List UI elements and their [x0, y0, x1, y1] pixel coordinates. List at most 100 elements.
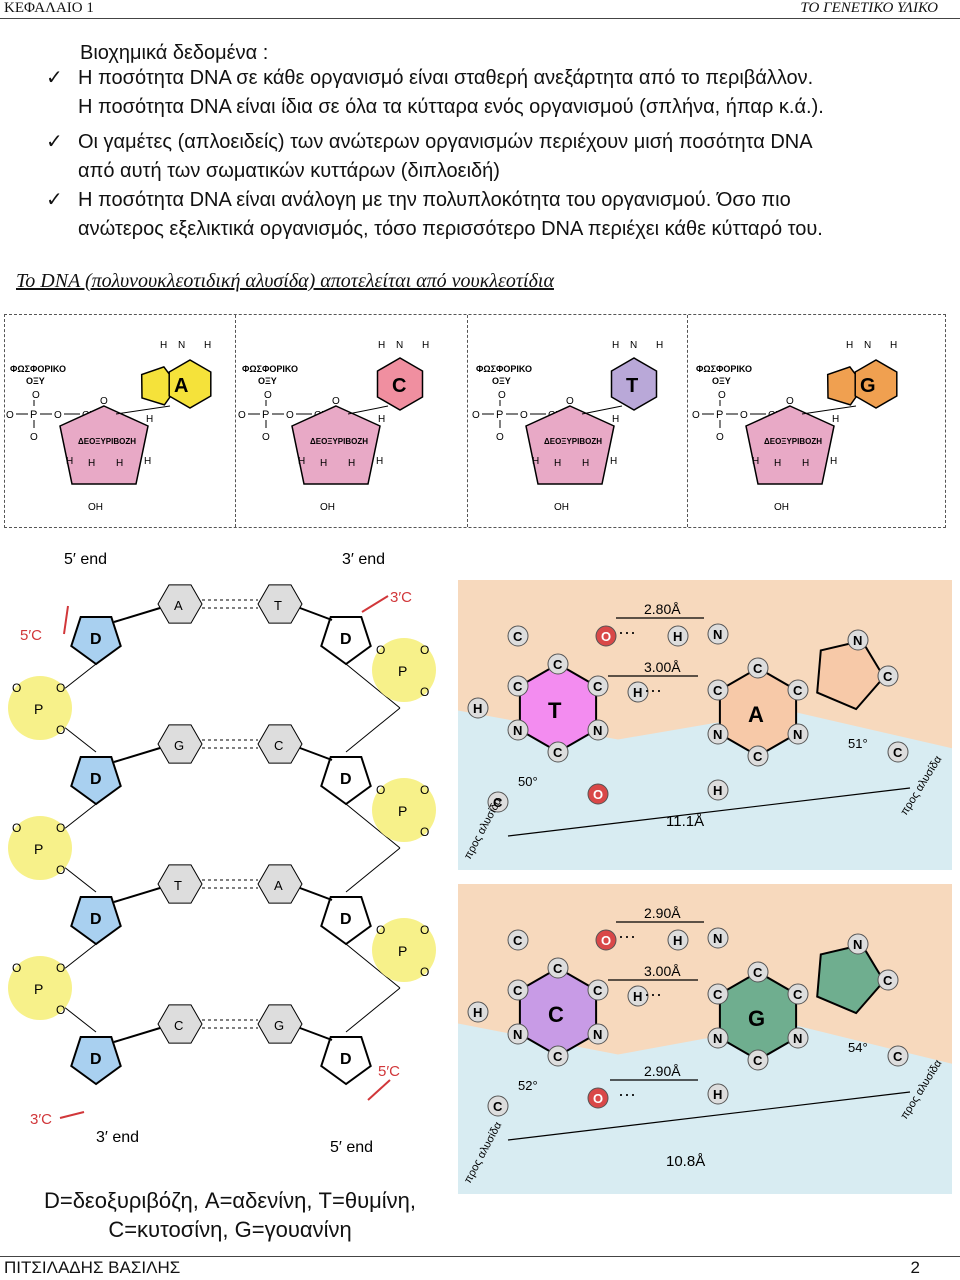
atom-letter: N [853, 937, 862, 952]
nitrogen-label: N [396, 340, 403, 351]
base-left [157, 724, 203, 764]
h-bond-dots: ··· [644, 984, 662, 1004]
atom-letter: C [593, 983, 603, 998]
atom-letter: C [753, 661, 763, 676]
atom-C [877, 665, 899, 687]
distance-label: 3.00Å [644, 659, 681, 675]
phosphate-letter: P [398, 943, 407, 959]
oxygen-label: O [786, 396, 794, 407]
phosphate-letter: P [398, 663, 407, 679]
base-ring [376, 357, 424, 411]
base-ring [168, 359, 212, 409]
oh-label: OH [774, 502, 789, 513]
hydrogen-label: H [610, 456, 617, 467]
atom-H [467, 697, 489, 719]
h-bond-dots: ··· [618, 926, 636, 946]
atom-letter: N [853, 633, 862, 648]
phosphate-left [8, 676, 72, 740]
hydrogen-label: H [144, 456, 151, 467]
nitrogen-label: N [178, 340, 185, 351]
base-left-letter: C [174, 1018, 183, 1033]
angle-label: 51° [848, 736, 868, 751]
backbone [345, 847, 401, 893]
atom-H [667, 625, 689, 647]
nitrogen-label: N [864, 340, 871, 351]
width-arrow [507, 787, 911, 837]
oxygen-letter: O [420, 965, 429, 979]
phosphate-right [372, 638, 436, 702]
atom-letter: H [633, 989, 642, 1004]
checkmark-icon: ✓ [46, 131, 63, 153]
hydrogen-label: H [66, 456, 73, 467]
oxygen-letter: O [12, 961, 21, 975]
angle-label: 52° [518, 1078, 538, 1093]
oxygen-letter: O [56, 681, 65, 695]
base-left-letter: G [174, 738, 184, 753]
arrow [59, 1111, 85, 1119]
atom-C [787, 679, 809, 701]
atom-letter: O [593, 1091, 603, 1106]
phosphorus-label: P [716, 409, 723, 421]
hydrogen-label: H [612, 340, 619, 351]
atom-O [595, 929, 617, 951]
base-right [257, 864, 303, 904]
strand-end-label: 5′ end [64, 551, 107, 568]
atom-O [587, 783, 609, 805]
glycosidic-bond [801, 405, 857, 415]
checkmark-icon: ✓ [46, 189, 63, 211]
oxygen-letter: O [376, 783, 385, 797]
base-right [257, 584, 303, 624]
oxygen-letter: O [56, 723, 65, 737]
oxygen-letter: O [12, 821, 21, 835]
phosphate-letter: P [34, 841, 43, 857]
oh-label: OH [554, 502, 569, 513]
checkmark-icon: ✓ [46, 67, 63, 89]
angle-label: 54° [848, 1040, 868, 1055]
atom-C [547, 1045, 569, 1067]
glycosidic-bond [299, 1027, 333, 1041]
base-right-letter: C [274, 738, 283, 753]
sugar-letter: D [340, 771, 352, 788]
atom-letter: O [593, 787, 603, 802]
base-ring [610, 357, 658, 411]
panel-divider [687, 315, 688, 527]
width-label: 10.8Å [666, 1153, 705, 1170]
oxygen-label: O [472, 410, 480, 421]
atom-C [707, 679, 729, 701]
phosphorus-label: P [262, 409, 269, 421]
hydrogen-label: H [656, 340, 663, 351]
atom-N [707, 1027, 729, 1049]
atom-letter: C [513, 933, 523, 948]
oxygen-letter: O [56, 863, 65, 877]
nucleotide-T: ΦΩΣΦΟΡΙΚΟΟΞΥOOPOOCHΔΕΟΞΥΡΙΒΟΖΗOHHHHOHHTN… [472, 340, 663, 513]
oxygen-label: O [716, 432, 724, 443]
phosphate-label: ΦΩΣΦΟΡΙΚΟ [10, 364, 66, 374]
atom-letter: N [793, 727, 802, 742]
h-bond-dots: ··· [618, 1084, 636, 1104]
nucleotides-panel [4, 314, 946, 528]
atom-C [547, 741, 569, 763]
oxygen-label: O [30, 432, 38, 443]
base-right-letter: G [274, 1018, 284, 1033]
atom-letter: N [593, 723, 602, 738]
strand-end-label: 3′ end [96, 1129, 139, 1146]
atom-C [507, 625, 529, 647]
atom-O [587, 1087, 609, 1109]
hydrogen-label: H [298, 456, 305, 467]
angle-label: 50° [518, 774, 538, 789]
atom-C [747, 1049, 769, 1071]
atom-H [707, 779, 729, 801]
oxygen-label: O [718, 390, 726, 401]
width-label: 11.1Å [666, 813, 704, 830]
sugar-left [70, 896, 122, 946]
atom-letter: C [553, 961, 563, 976]
atom-N [587, 1023, 609, 1045]
phosphate-label: ΦΩΣΦΟΡΙΚΟ [242, 364, 298, 374]
distance-label: 2.90Å [644, 905, 681, 921]
backbone [345, 943, 401, 989]
oxygen-label: O [286, 410, 294, 421]
atom-C [507, 929, 529, 951]
atom-N [847, 933, 869, 955]
nitrogen-label: N [630, 340, 637, 351]
atom-letter: N [713, 1031, 722, 1046]
